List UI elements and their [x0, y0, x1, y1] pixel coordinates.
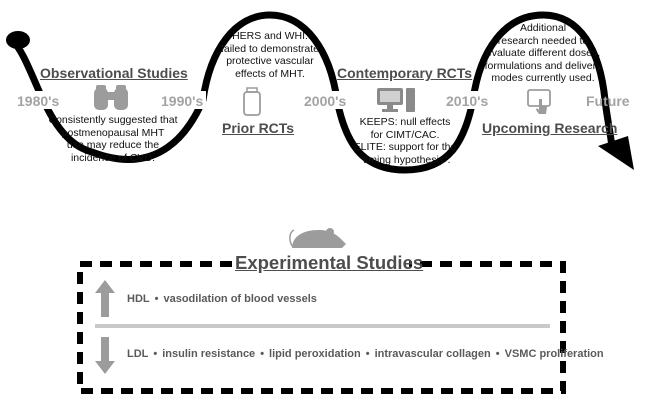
text-line: for CIMT/CAC. [370, 128, 440, 141]
era-label: Future [586, 93, 630, 109]
text-line: formulations and delivery [484, 59, 602, 72]
text-line: “timing hypothesis”. [359, 153, 451, 166]
text-line: postmenopausal MHT [61, 126, 165, 139]
pill-bottle-icon [243, 87, 261, 116]
computer-icon [377, 88, 415, 112]
text-line: research needed to [497, 34, 589, 47]
text-line: failed to demonstrate [220, 42, 320, 55]
increased-effects: HDL•vasodilation of blood vessels [127, 293, 317, 305]
text-line: evaluate different doses, [485, 47, 601, 59]
text-line: protective vascular [226, 55, 314, 67]
effect-item: vasodilation of blood vessels [163, 293, 317, 305]
mouse-icon [289, 228, 346, 248]
arrow-down-icon [95, 337, 115, 374]
phase-heading: Prior RCTs [222, 120, 295, 136]
phase-heading: Upcoming Research [482, 120, 618, 136]
effect-item: insulin resistance [162, 348, 256, 360]
effect-item: VSMC proliferation [504, 348, 604, 360]
effect-item: lipid peroxidation [269, 348, 361, 360]
text-line: HERS and WHI: [232, 30, 308, 42]
phase-description: HERS and WHI: failed to demonstrate prot… [199, 30, 341, 80]
phase-description: Additional research needed to evaluate d… [467, 22, 619, 85]
experimental-title: Experimental Studies [235, 252, 424, 274]
text-line: ELITE: support for the [353, 141, 457, 153]
text-line: Additional [519, 22, 567, 34]
phase-heading: Contemporary RCTs [337, 65, 473, 81]
era-label: 2000's [304, 93, 347, 109]
tablet-touch-icon [527, 89, 551, 114]
text-line: modes currently used. [491, 72, 595, 84]
text-line: KEEPS: null effects [359, 116, 451, 128]
phase-description: Consistently suggested that postmenopaus… [40, 114, 186, 164]
phase-heading: Observational Studies [40, 65, 188, 81]
arrow-up-icon [95, 280, 115, 317]
era-label: 2010's [446, 93, 489, 109]
era-label: 1980's [17, 93, 60, 109]
timeline-start-dot [6, 31, 30, 49]
phase-description: KEEPS: null effects for CIMT/CAC. ELITE:… [334, 116, 476, 166]
text-line: use may reduce the [66, 139, 160, 151]
era-label: 1990's [161, 93, 204, 109]
text-line: Consistently suggested that [48, 114, 178, 126]
timeline-end-arrow [598, 136, 634, 170]
decreased-effects: LDL•insulin resistance•lipid peroxidatio… [127, 348, 604, 360]
binoculars-icon [94, 85, 128, 110]
effect-item: intravascular collagen [374, 348, 491, 360]
effect-item: LDL [127, 348, 149, 360]
text-line: effects of MHT. [235, 67, 305, 80]
text-line: incidence of CVD. [70, 151, 156, 164]
effect-item: HDL [127, 293, 150, 305]
